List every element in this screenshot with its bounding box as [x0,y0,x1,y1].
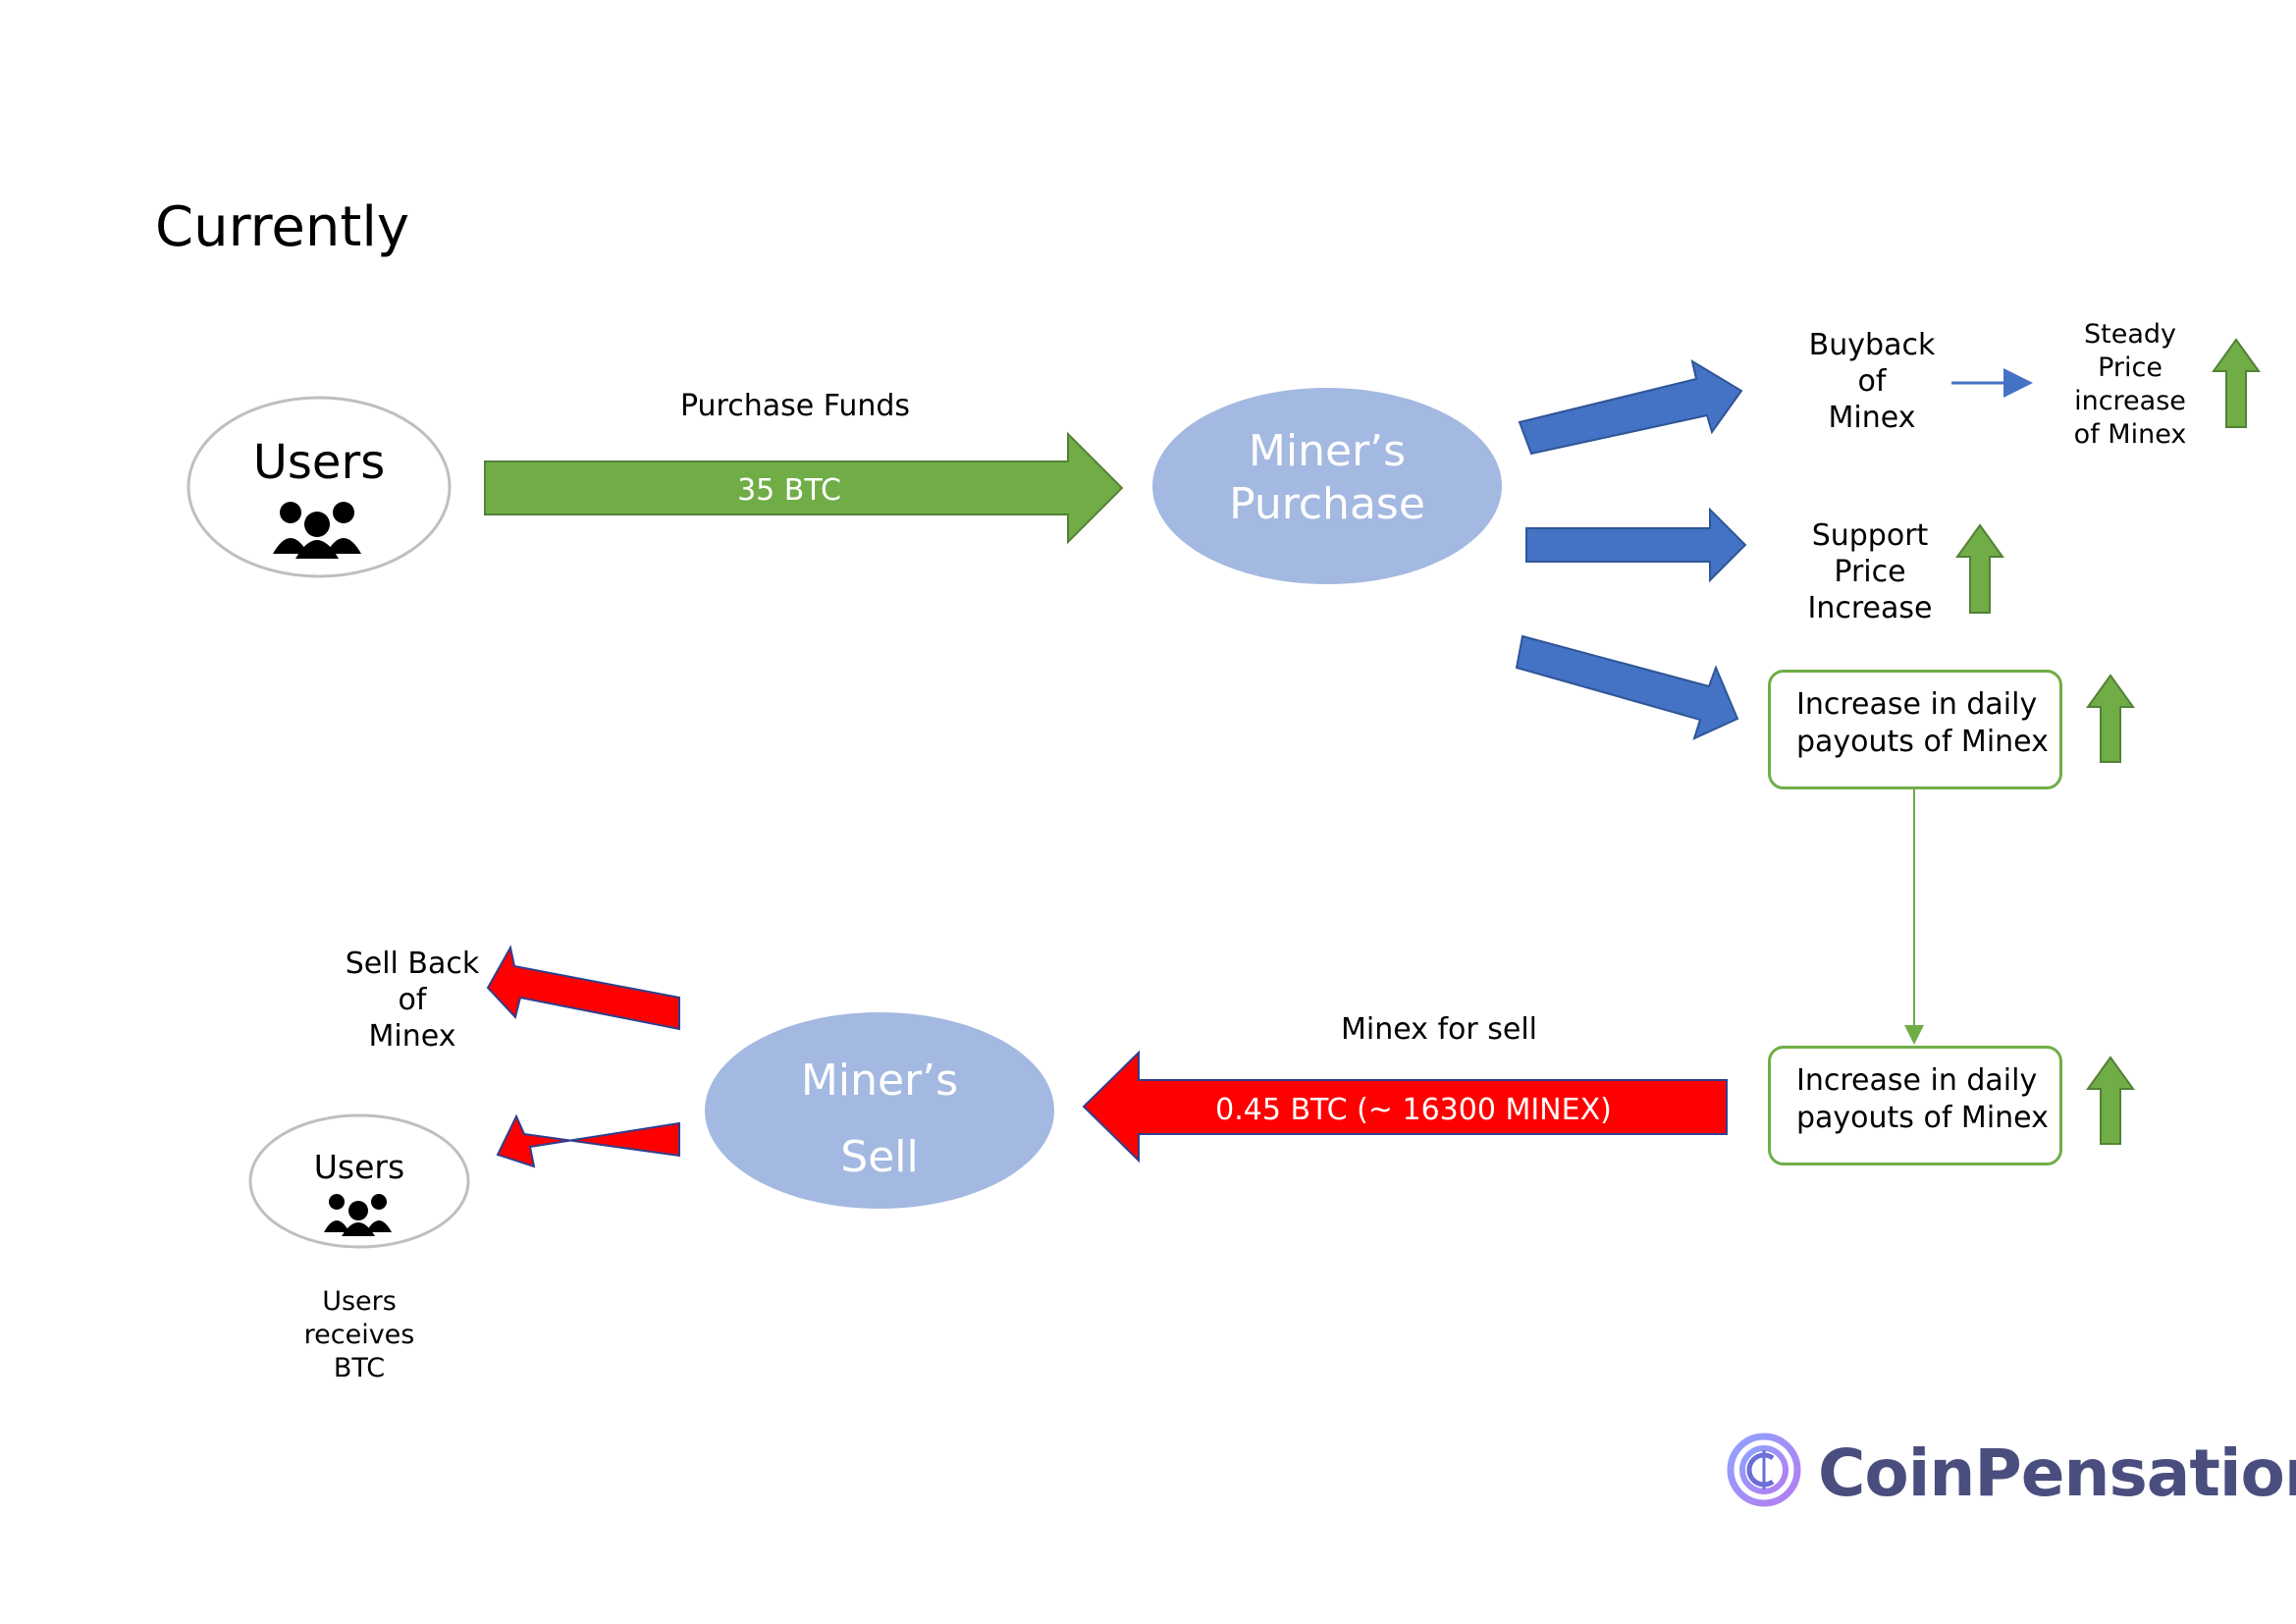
users-receive-line2: receives [303,1320,415,1350]
payouts-top-line1: Increase in daily [1796,687,2038,722]
purchase-funds-arrow [484,431,1124,545]
support-price-label: Support Price Increase [1777,517,1963,626]
support-line3: Increase [1807,591,1933,625]
buyback-line2: of [1857,364,1887,399]
miners-sell-text: Miner’s Sell [732,1043,1027,1196]
users-receive-btc-arrow [496,1113,680,1168]
steady-price-up-arrow [2212,338,2261,428]
steady-line4: of Minex [2073,419,2187,450]
page-title: Currently [155,195,410,259]
users-bottom-node [248,1113,470,1249]
payouts-top-up-arrow [2086,674,2135,763]
purchase-funds-label: Purchase Funds [679,389,911,423]
miners-sell-line1: Miner’s [800,1056,959,1106]
minex-for-sell-amount: 0.45 BTC (~ 16300 MINEX) [1215,1093,1612,1127]
users-top-node [187,396,452,578]
buyback-arrow [1518,358,1743,456]
minex-for-sell-arrow [1082,1050,1728,1164]
buyback-label: Buyback of Minex [1779,327,1965,436]
users-top-label: Users [252,435,386,490]
payouts-top-box: Increase in daily payouts of Minex [1768,670,2062,789]
users-group-icon [273,502,361,559]
users-receive-line1: Users [322,1286,397,1317]
coinpensation-logo-text: CoinPensation [1818,1435,2296,1511]
payouts-bottom-line2: payouts of Minex [1796,1101,2049,1135]
buyback-line1: Buyback [1808,328,1936,362]
payouts-bottom-line1: Increase in daily [1796,1063,2038,1098]
steady-price-label: Steady Price increase of Minex [2052,318,2209,452]
miners-purchase-node [1152,388,1502,584]
payouts-top-line2: payouts of Minex [1796,725,2049,759]
daily-payouts-arrow [1515,634,1739,740]
coinpensation-logo-icon [1727,1433,1801,1507]
miners-purchase-line2: Purchase [1229,479,1425,529]
sell-back-line1: Sell Back [345,947,480,981]
steady-line3: increase [2074,386,2186,416]
payouts-bottom-box: Increase in daily payouts of Minex [1768,1046,2062,1165]
support-line1: Support [1811,518,1929,553]
users-receive-line3: BTC [333,1353,386,1383]
miners-purchase-text: Miner’s Purchase [1180,425,1474,531]
miners-sell-line2: Sell [840,1132,919,1182]
payouts-bottom-up-arrow [2086,1056,2135,1145]
users-group-icon [324,1194,392,1236]
users-bottom-label: Users [313,1148,405,1186]
buyback-line3: Minex [1828,401,1916,435]
miners-purchase-line1: Miner’s [1248,426,1407,476]
sell-back-arrow [486,945,680,1031]
sell-back-line2: of [398,983,427,1017]
support-price-arrow [1525,507,1747,583]
users-receive-label: Users receives BTC [281,1285,438,1385]
steady-line2: Price [2098,352,2163,383]
sell-back-line3: Minex [368,1019,456,1054]
purchase-amount-label: 35 BTC [737,473,841,508]
minex-for-sell-label: Minex for sell [1341,1012,1537,1047]
sell-back-label: Sell Back of Minex [324,946,501,1055]
support-line2: Price [1834,555,1906,589]
miners-sell-node [705,1012,1054,1209]
support-price-up-arrow [1955,523,2004,614]
steady-line1: Steady [2084,319,2176,350]
